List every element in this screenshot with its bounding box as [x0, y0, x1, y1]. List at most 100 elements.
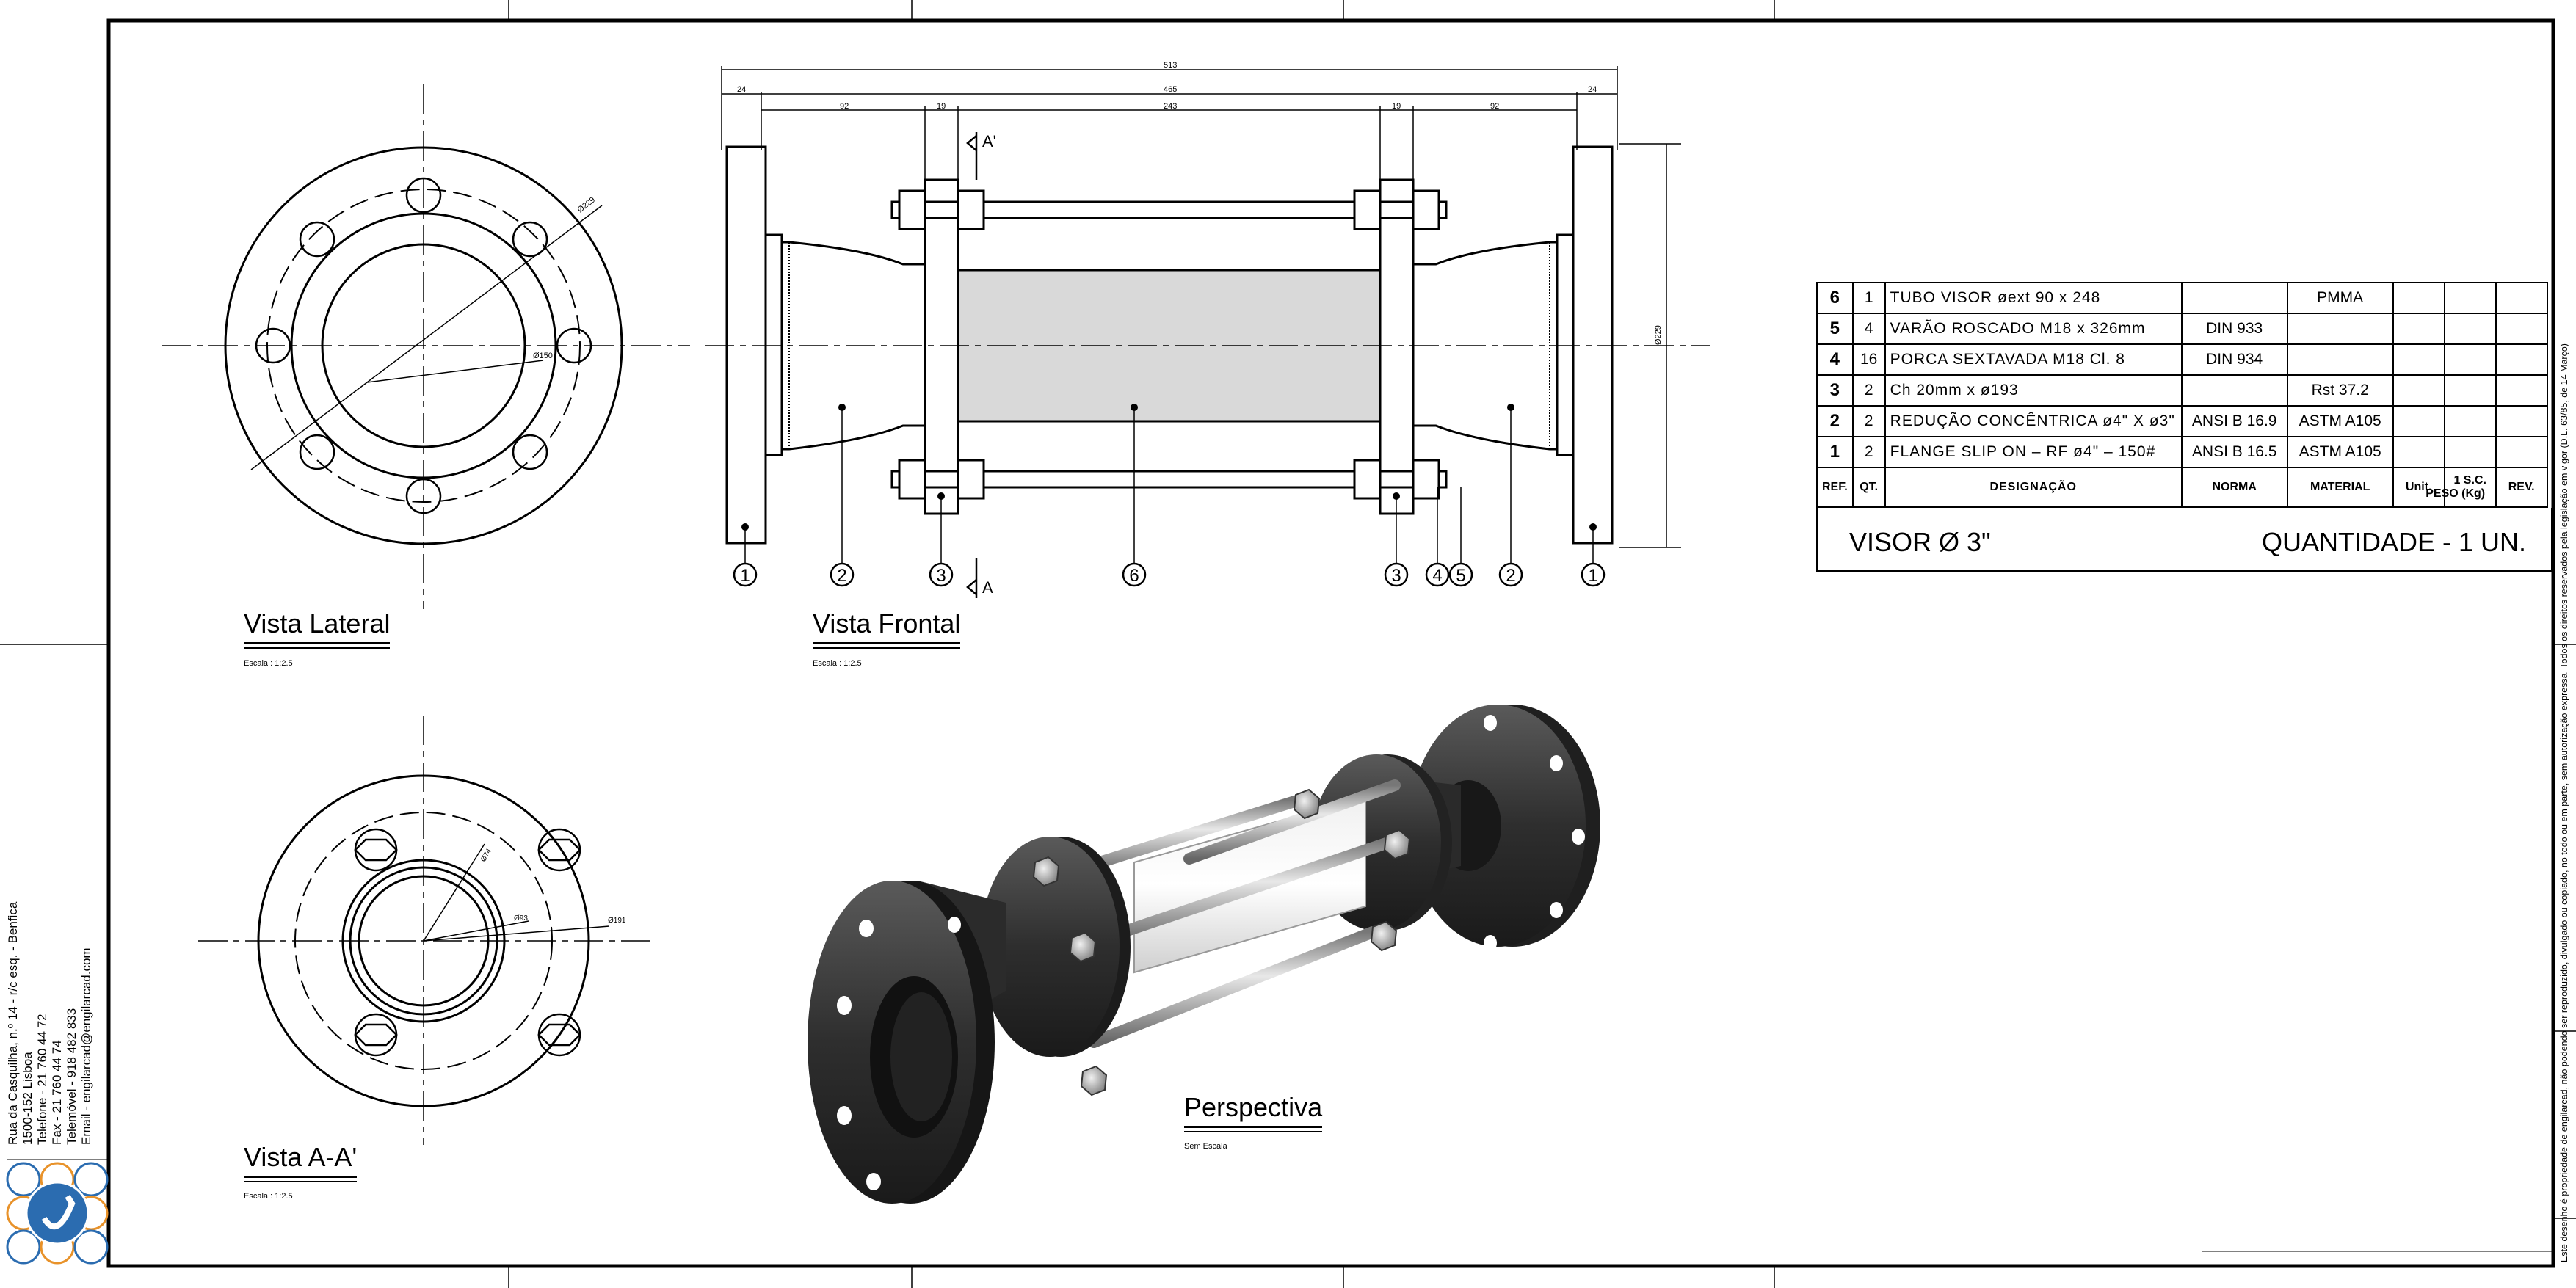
bom-material	[2286, 313, 2394, 345]
bom-header-unit: Unit.	[2392, 467, 2445, 508]
bom-ref: 2	[1816, 405, 1854, 437]
bom-ref: 5	[1816, 313, 1854, 345]
lateral-view: Ø229 Ø150	[162, 84, 690, 609]
svg-text:513: 513	[1164, 61, 1177, 70]
bom-norma: DIN 934	[2180, 343, 2288, 376]
svg-text:24: 24	[737, 85, 746, 94]
bom-designation: VARÃO ROSCADO M18 x 326mm	[1884, 313, 2183, 345]
balloon-4	[1425, 562, 1450, 587]
vista-aa-scale: Escala : 1:2.5	[244, 1192, 293, 1201]
svg-text:19: 19	[1392, 102, 1401, 111]
balloon-label: 6	[1129, 566, 1139, 586]
vista-frontal-scale: Escala : 1:2.5	[813, 659, 862, 668]
svg-text:92: 92	[1490, 102, 1499, 111]
bom-norma	[2180, 282, 2288, 314]
bom-ref: 3	[1816, 374, 1854, 407]
bom-material	[2286, 343, 2394, 376]
bom-ref: 1	[1816, 436, 1854, 468]
bom-material: PMMA	[2286, 282, 2394, 314]
balloon-label: 2	[837, 566, 846, 586]
bom-norma: ANSI B 16.9	[2180, 405, 2288, 437]
frontal-view: 513 465 24 24 92 19 243 19 92 Ø229	[705, 61, 1710, 598]
bom-unit	[2392, 405, 2445, 437]
bom-unit	[2392, 282, 2445, 314]
bom-header-designation: DESIGNAÇÃO	[1884, 467, 2183, 508]
bom-rev	[2495, 313, 2548, 345]
bom-sc	[2443, 313, 2497, 345]
bom-sc	[2443, 405, 2497, 437]
vista-aa-title: Vista A-A'	[244, 1142, 358, 1182]
company-address: Rua da Casquilha, n.º 14 - r/c esq. - Be…	[6, 901, 93, 1145]
bom-qty: 2	[1851, 374, 1886, 407]
vista-frontal-title: Vista Frontal	[813, 608, 961, 649]
bom-header-peso: PESO (Kg)	[2426, 487, 2486, 500]
bom-rev	[2495, 282, 2548, 314]
copyright-notice: Este desenho é propriedade de engilarcad…	[2559, 343, 2569, 1262]
balloon-label: 1	[740, 566, 750, 586]
perspective-render	[808, 705, 1600, 1204]
balloon-label: 3	[1391, 566, 1401, 586]
balloon-2	[830, 562, 855, 587]
bom-designation: Ch 20mm x ø193	[1884, 374, 2183, 407]
balloon-1	[733, 562, 758, 587]
svg-text:92: 92	[840, 102, 849, 111]
bom-qty: 1	[1851, 282, 1886, 314]
bom-qty: 2	[1851, 405, 1886, 437]
bom-norma	[2180, 374, 2288, 407]
bom-designation: FLANGE SLIP ON – RF ø4" – 150#	[1884, 436, 2183, 468]
balloon-1	[1581, 562, 1606, 587]
bom-rev	[2495, 405, 2548, 437]
bom-material: ASTM A105	[2286, 405, 2394, 437]
bom-header-norma: NORMA	[2180, 467, 2288, 508]
balloon-label: 4	[1432, 566, 1442, 586]
perspectiva-title: Perspectiva	[1184, 1092, 1323, 1132]
bom-unit	[2392, 343, 2445, 376]
bom-unit	[2392, 313, 2445, 345]
bom-material: ASTM A105	[2286, 436, 2394, 468]
part-name: VISOR Ø 3"	[1849, 527, 1991, 557]
svg-text:A: A	[982, 578, 993, 597]
svg-text:465: 465	[1164, 85, 1177, 94]
vista-lateral-scale: Escala : 1:2.5	[244, 659, 293, 668]
svg-text:Ø93: Ø93	[514, 914, 528, 923]
bom-material: Rst 37.2	[2286, 374, 2394, 407]
bom-ref: 6	[1816, 282, 1854, 314]
bom-sc	[2443, 282, 2497, 314]
bom-header-ref: REF.	[1816, 467, 1854, 508]
section-view: Ø191 Ø93 Ø74	[198, 716, 650, 1145]
title-block: VISOR Ø 3" QUANTIDADE - 1 UN.	[1816, 508, 2553, 572]
svg-text:243: 243	[1164, 102, 1177, 111]
bom-rev	[2495, 374, 2548, 407]
perspectiva-scale: Sem Escala	[1184, 1142, 1227, 1151]
bom-qty: 4	[1851, 313, 1886, 345]
bom-header-sc-label: 1 S.C.	[2453, 474, 2486, 487]
balloon-label: 2	[1506, 566, 1515, 586]
bom-header-sc: 1 S.C.PESO (Kg)	[2426, 467, 2497, 508]
balloon-2	[1498, 562, 1523, 587]
bom-unit	[2392, 374, 2445, 407]
balloon-3	[1384, 562, 1409, 587]
bom-designation: REDUÇÃO CONCÊNTRICA ø4" X ø3"	[1884, 405, 2183, 437]
bom-header-material: MATERIAL	[2286, 467, 2394, 508]
balloon-6	[1122, 562, 1147, 587]
bom-sc	[2443, 374, 2497, 407]
balloon-3	[929, 562, 954, 587]
balloon-label: 1	[1588, 566, 1597, 586]
bom-qty: 2	[1851, 436, 1886, 468]
svg-text:A': A'	[982, 132, 996, 150]
balloon-label: 5	[1456, 566, 1465, 586]
bom-header-qt: QT.	[1851, 467, 1886, 508]
bom-qty: 16	[1851, 343, 1886, 376]
svg-text:19: 19	[937, 102, 946, 111]
bom-designation: TUBO VISOR øext 90 x 248	[1884, 282, 2183, 314]
